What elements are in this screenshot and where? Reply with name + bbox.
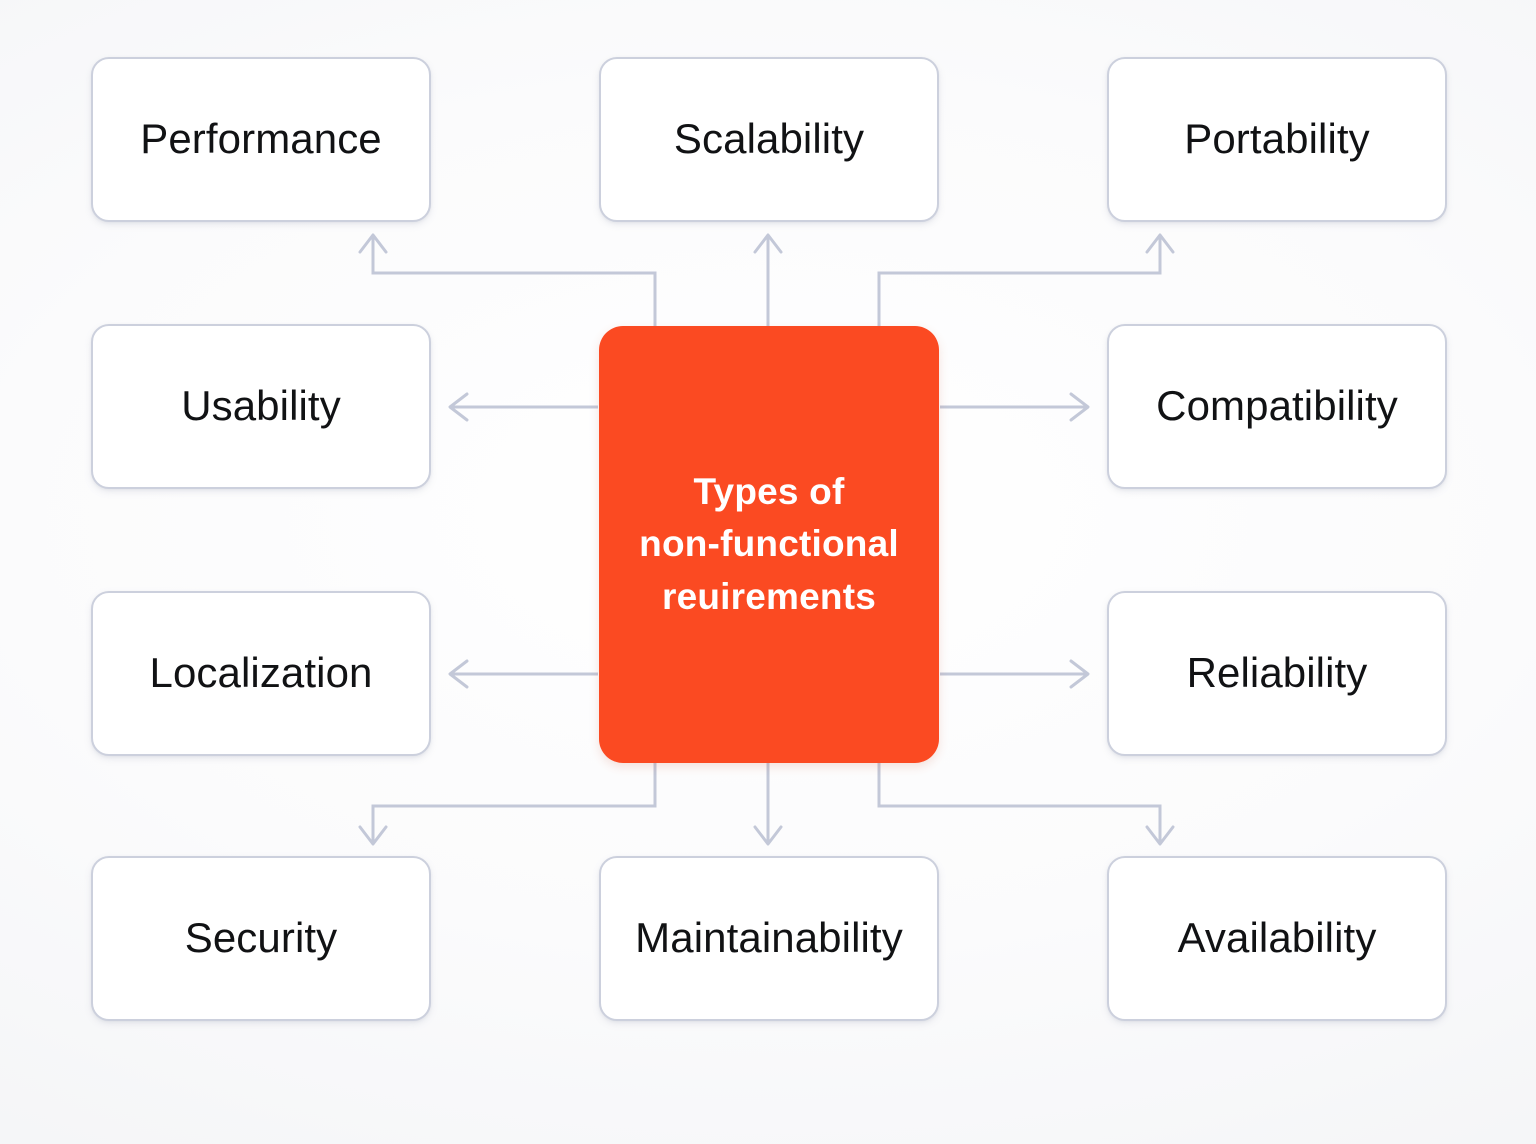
connector-compatibility — [940, 392, 1090, 422]
node-label-performance: Performance — [140, 115, 382, 163]
node-label-availability: Availability — [1177, 914, 1377, 962]
connector-scalability — [753, 233, 783, 326]
node-reliability[interactable]: Reliability — [1107, 591, 1447, 756]
node-maintainability[interactable]: Maintainability — [599, 856, 939, 1021]
node-compatibility[interactable]: Compatibility — [1107, 324, 1447, 489]
connector-availability — [877, 763, 1175, 846]
node-label-reliability: Reliability — [1186, 649, 1368, 697]
node-performance[interactable]: Performance — [91, 57, 431, 222]
node-label-localization: Localization — [149, 649, 373, 697]
connector-performance — [358, 233, 657, 326]
center-node-label: Types of non-functional reuirements — [639, 470, 899, 617]
node-portability[interactable]: Portability — [1107, 57, 1447, 222]
node-label-scalability: Scalability — [673, 115, 865, 163]
connector-reliability — [940, 659, 1090, 689]
connector-security — [358, 763, 657, 846]
connector-usability — [448, 392, 598, 422]
node-label-maintainability: Maintainability — [635, 914, 903, 962]
node-localization[interactable]: Localization — [91, 591, 431, 756]
connector-localization — [448, 659, 598, 689]
node-label-usability: Usability — [181, 382, 341, 430]
node-label-security: Security — [184, 914, 338, 962]
node-security[interactable]: Security — [91, 856, 431, 1021]
node-availability[interactable]: Availability — [1107, 856, 1447, 1021]
node-label-portability: Portability — [1184, 115, 1370, 163]
node-label-compatibility: Compatibility — [1156, 382, 1398, 430]
connector-portability — [877, 233, 1175, 326]
node-scalability[interactable]: Scalability — [599, 57, 939, 222]
node-usability[interactable]: Usability — [91, 324, 431, 489]
connector-maintainability — [753, 763, 783, 846]
center-node[interactable]: Types of non-functional reuirements — [599, 326, 939, 763]
